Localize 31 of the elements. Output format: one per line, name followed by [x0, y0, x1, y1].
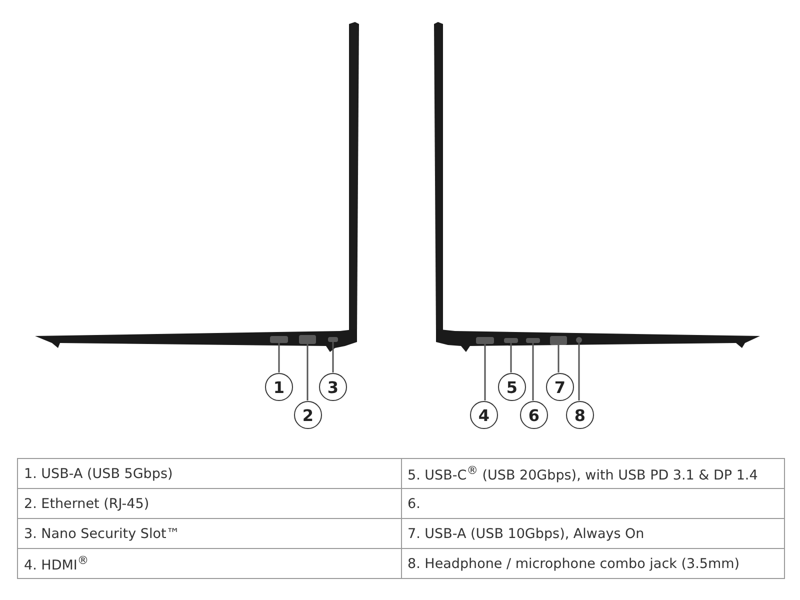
callout-number: 3 — [319, 373, 347, 401]
table-cell: 2. Ethernet (RJ-45) — [18, 488, 401, 518]
leader-line — [484, 344, 486, 400]
callout-number: 7 — [546, 373, 574, 401]
table-cell: 5. USB-C$^{®}$ (USB 20Gbps), with USB PD 3.1 & DP 1.4 — [401, 458, 784, 488]
table-cell: 7. USB-A (USB 10Gbps), Always On — [401, 518, 784, 548]
port-opening — [504, 338, 518, 343]
callout-number: 5 — [498, 373, 526, 401]
callout-number: 4 — [470, 401, 498, 429]
port-opening — [270, 336, 288, 343]
port-opening — [550, 336, 567, 345]
leader-line — [558, 345, 560, 372]
callout-number: 1 — [265, 373, 293, 401]
callout-number: 2 — [294, 401, 322, 429]
table-cell: 1. USB-A (USB 5Gbps) — [18, 458, 401, 488]
leader-line — [578, 343, 580, 400]
leader-line — [332, 342, 334, 372]
table-cell: 3. Nano Security Slot™ — [18, 518, 401, 548]
callout-number: 8 — [566, 401, 594, 429]
port-opening — [328, 337, 338, 342]
table-cell: 6. — [401, 488, 784, 518]
port-opening — [299, 335, 316, 344]
table-cell: 4. HDMI$^{®}$ — [18, 548, 401, 578]
table-cell: 8. Headphone / microphone combo jack (3.5mm) — [401, 548, 784, 578]
leader-line — [278, 343, 280, 372]
leader-line — [532, 343, 534, 400]
port-opening — [526, 338, 540, 343]
leader-line — [510, 343, 512, 372]
leader-line — [306, 344, 308, 400]
port-opening — [476, 337, 494, 344]
callout-number: 6 — [520, 401, 548, 429]
